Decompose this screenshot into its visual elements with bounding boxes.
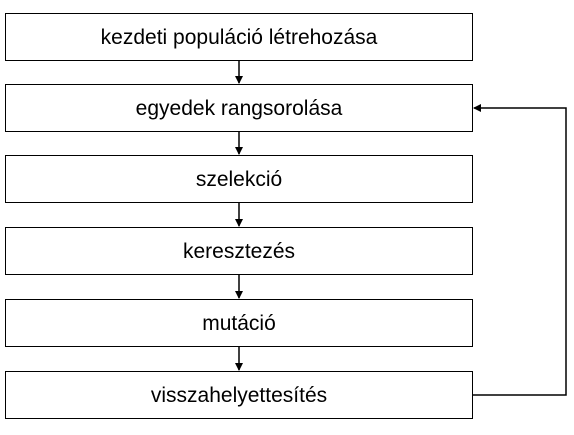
loop-back-arrow: [473, 104, 567, 396]
step-label-init: kezdeti populáció létrehozása: [100, 25, 378, 49]
step-label-mutate: mutáció: [202, 311, 276, 335]
step-box-crossover: keresztezés: [5, 227, 473, 275]
step-label-rank: egyedek rangsorolása: [135, 96, 343, 120]
step-box-replace: visszahelyettesítés: [5, 371, 473, 419]
step-box-rank: egyedek rangsorolása: [5, 84, 473, 132]
step-label-select: szelekció: [195, 167, 283, 191]
step-label-crossover: keresztezés: [182, 239, 296, 263]
step-label-replace: visszahelyettesítés: [150, 383, 328, 407]
step-box-select: szelekció: [5, 155, 473, 203]
step-box-init: kezdeti populáció létrehozása: [5, 13, 473, 61]
step-box-mutate: mutáció: [5, 299, 473, 347]
